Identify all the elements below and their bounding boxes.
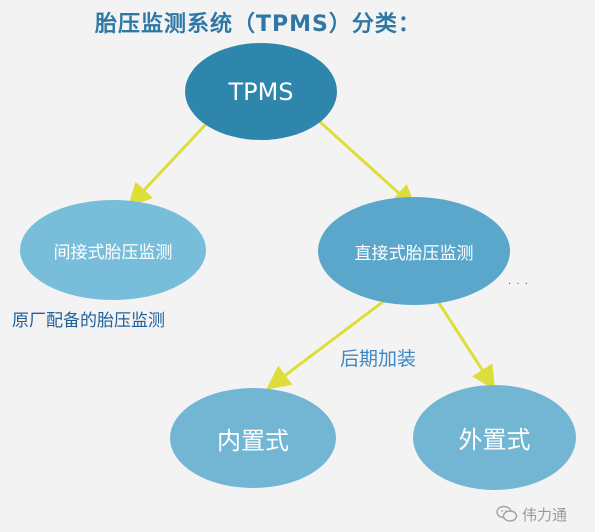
node-internal-label: 内置式: [217, 426, 289, 455]
arrow-direct-to-external: [435, 299, 496, 391]
node-indirect-monitoring: 间接式胎压监测: [20, 200, 206, 300]
node-external: 外置式: [413, 385, 576, 490]
node-external-label: 外置式: [458, 426, 531, 454]
node-direct-label: 直接式胎压监测: [354, 243, 474, 264]
watermark: 伟力通: [496, 503, 567, 525]
diagram-title: 胎压监测系统（TPMS）分类：: [95, 12, 421, 37]
watermark-text: 伟力通: [522, 505, 568, 524]
node-tpms-label: TPMS: [228, 77, 294, 106]
arrow-direct-to-internal: [266, 296, 389, 390]
node-internal: 内置式: [170, 388, 336, 488]
annotation-oem: 原厂配备的胎压监测: [12, 311, 165, 331]
decorative-dots: · · ·: [508, 279, 529, 290]
arrow-root-to-indirect: [127, 120, 210, 208]
wechat-icon: [496, 505, 518, 522]
node-tpms: TPMS: [185, 43, 337, 140]
arrow-root-to-direct: [318, 120, 417, 210]
node-direct-monitoring: 直接式胎压监测: [318, 197, 510, 305]
node-indirect-label: 间接式胎压监测: [53, 242, 173, 263]
annotation-aftermarket: 后期加装: [340, 348, 417, 370]
